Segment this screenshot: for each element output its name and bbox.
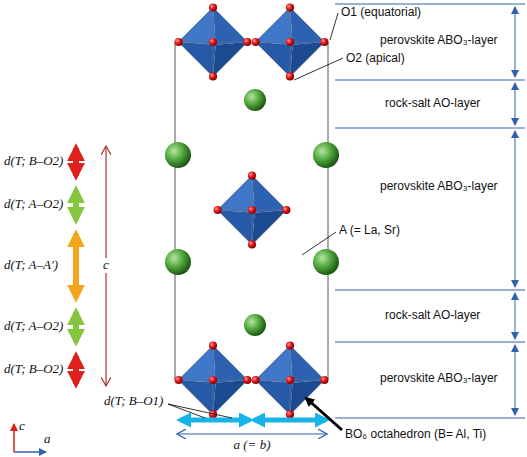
axis-label: c [101, 258, 111, 273]
a-site-atom [313, 249, 339, 275]
distance-arrows [73, 148, 79, 384]
distance-label: d(T; A–O2) [4, 319, 63, 334]
octahedron [175, 4, 252, 81]
atom-label: BO₆ octahedron (B= Al, Ti) [345, 428, 486, 442]
distance-label: d(T; B–O1) [104, 394, 163, 409]
atom-label: O2 (apical) [346, 52, 405, 66]
atom-label: A (= La, Sr) [339, 224, 400, 238]
layer-label: rock-salt AO-layer [385, 97, 480, 111]
axis-a [14, 451, 46, 453]
layer-bands [335, 4, 525, 418]
pointer-arrow [306, 398, 342, 430]
layer-label: rock-salt AO-layer [385, 309, 480, 323]
octahedron [214, 172, 291, 249]
leader-lines [168, 13, 343, 418]
octahedron [252, 4, 329, 81]
bo1-arrow [180, 418, 250, 423]
distance-label: d(T; A–O2) [4, 197, 63, 212]
distance-label: d(T; B–O2) [4, 154, 63, 169]
layer-label: perovskite ABO₃-layer [380, 180, 498, 194]
atom-label: O1 (equatorial) [341, 6, 421, 20]
a-dimension [177, 433, 327, 434]
a-site-atom [165, 249, 191, 275]
octahedron [175, 342, 252, 419]
layer-label: perovskite ABO₃-layer [380, 372, 498, 386]
axis-label: c [19, 419, 25, 434]
a-site-atom [244, 314, 266, 336]
layer-label: perovskite ABO₃-layer [380, 34, 498, 48]
a-site-atom [313, 142, 339, 168]
unit-cell [175, 42, 328, 380]
a-site-atom [165, 142, 191, 168]
distance-label: d(T; B–O2) [4, 362, 63, 377]
distance-label: d(T; A–A′) [4, 258, 58, 273]
axis-label: a [44, 432, 51, 447]
a-site-atom [244, 89, 266, 111]
axis-c [13, 424, 15, 452]
dimension-label: a (= b) [234, 438, 271, 453]
bo1-arrow [254, 418, 326, 423]
